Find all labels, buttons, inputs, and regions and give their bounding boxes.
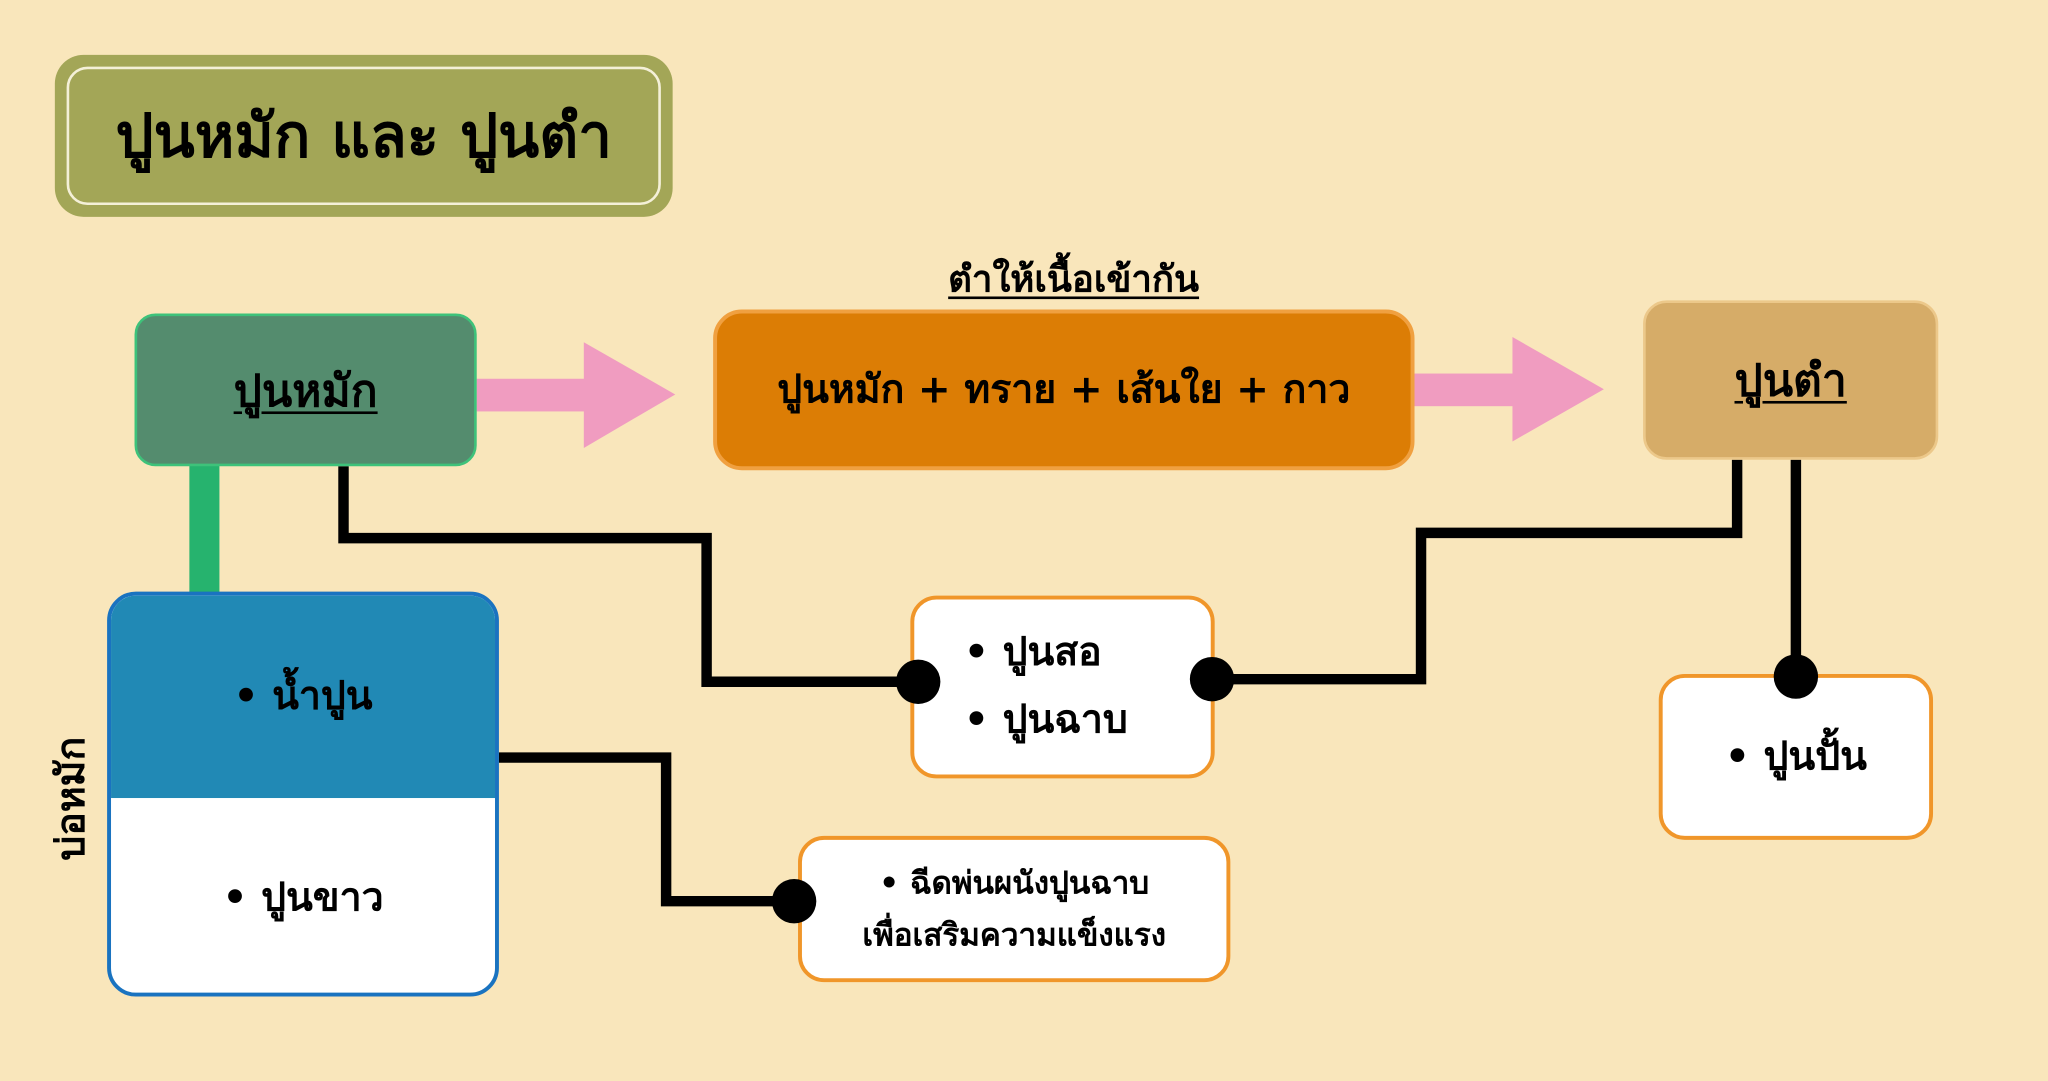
plaster-item: • ปูนฉาบ xyxy=(963,697,1128,744)
slaked-lime-label: ปูนหมัก xyxy=(233,365,378,418)
mix-label: ตำให้เนื้อเข้ากัน xyxy=(948,257,1200,301)
stucco-node: • ปูนปั้น xyxy=(1658,673,1934,840)
lime-water-label: • น้ำปูน xyxy=(233,673,373,720)
connector-dot xyxy=(1773,654,1819,699)
line-slaked-to-mortar xyxy=(338,466,919,688)
pounded-lime-label: ปูนตำ xyxy=(1734,355,1847,408)
spray-node: • ฉีดพ่นผนังปูนฉาบ เพื่อเสริมความแข็งแรง xyxy=(798,835,1231,983)
title-box: ปูนหมัก และ ปูนตำ xyxy=(54,54,673,217)
pounded-lime-node: ปูนตำ xyxy=(1643,300,1939,460)
lime-water-section: • น้ำปูน xyxy=(111,595,496,799)
arrow-1 xyxy=(476,342,676,448)
line-mortar-to-pounded xyxy=(1212,459,1743,685)
slaked-lime-node: ปูนหมัก xyxy=(134,313,477,467)
stucco-label: • ปูนปั้น xyxy=(1724,734,1867,780)
line-pit-to-spray xyxy=(498,752,795,907)
spray-line-2: เพื่อเสริมความแข็งแรง xyxy=(862,916,1167,954)
mix-node: ปูนหมัก + ทราย + เส้นใย + กาว xyxy=(713,309,1415,471)
arrow-2 xyxy=(1414,336,1604,442)
page-title: ปูนหมัก และ ปูนตำ xyxy=(115,99,612,171)
mortar-item: • ปูนสอ xyxy=(963,629,1102,676)
connector-dot xyxy=(1189,656,1235,702)
green-connector xyxy=(189,463,220,595)
connector-dot xyxy=(771,879,817,924)
mix-text: ปูนหมัก + ทราย + เส้นใย + กาว xyxy=(777,367,1351,413)
lime-pit: • น้ำปูน • ปูนขาว xyxy=(107,591,499,997)
spray-line-1: • ฉีดพ่นผนังปูนฉาบ xyxy=(879,864,1150,902)
white-lime-label: • ปูนขาว xyxy=(222,874,384,921)
connector-dot xyxy=(895,659,941,704)
white-lime-section: • ปูนขาว xyxy=(111,798,495,993)
